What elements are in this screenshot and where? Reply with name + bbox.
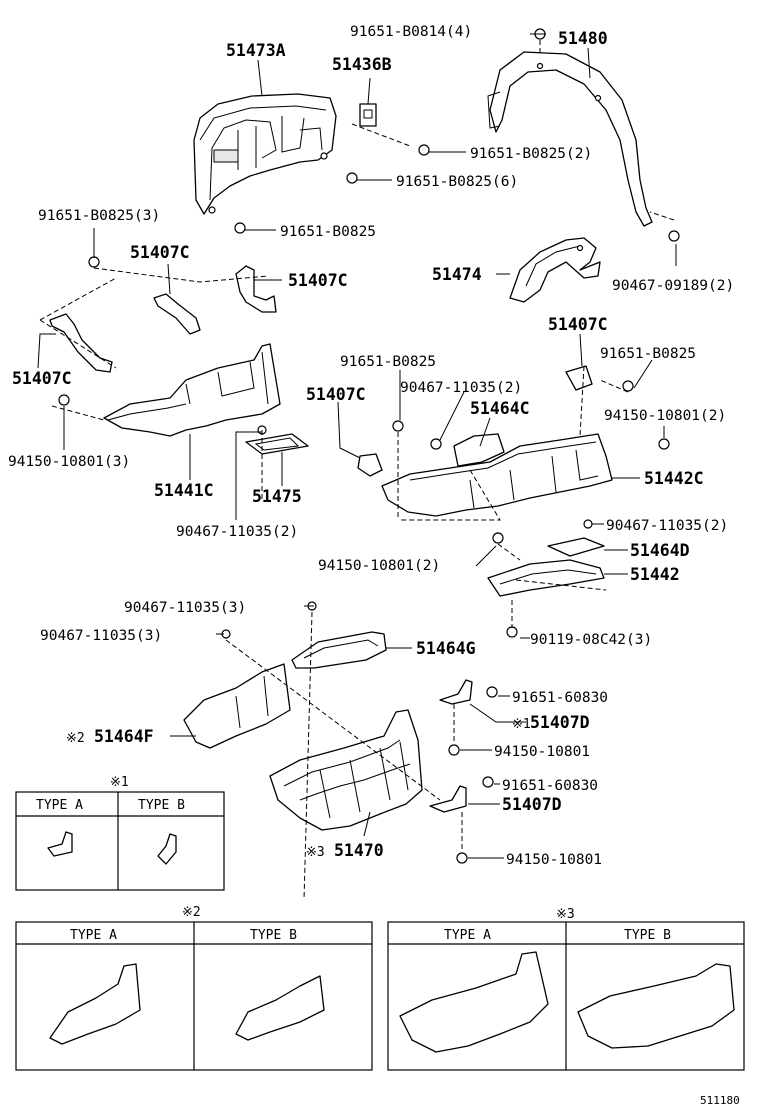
type-table-3-type-a: TYPE A [444, 928, 491, 943]
part-51464D-drawing [547, 537, 605, 557]
label-51464C: 51464C [470, 399, 530, 418]
label-51474: 51474 [432, 265, 482, 284]
leader-lines [37, 33, 677, 859]
type-table-1-bracket-a [47, 831, 73, 857]
label-51442C: 51442C [644, 469, 704, 488]
label-94150-10801-a: 94150-10801 [494, 744, 590, 760]
type-table-2: ※2 TYPE A TYPE B [15, 905, 373, 1071]
type-table-2-type-b: TYPE B [250, 928, 297, 943]
type-table-3-skid-a [399, 951, 549, 1053]
label-90467-11035-3-b: 90467-11035(3) [40, 628, 162, 644]
type-table-1-type-a: TYPE A [36, 798, 83, 813]
label-91651-B0825-mid: 91651-B0825 [340, 354, 436, 370]
mark-1-label-51407D: ※1 [512, 717, 531, 732]
part-51480-drawing [487, 51, 653, 227]
label-91651-60830-a: 91651-60830 [512, 690, 608, 706]
part-51442-drawing [487, 559, 605, 597]
part-51475-drawing [245, 433, 309, 455]
label-90119-08C42-3: 90119-08C42(3) [530, 632, 652, 648]
fastener-icons [58, 28, 680, 864]
label-51441C: 51441C [154, 481, 214, 500]
label-51407C-c: 51407C [12, 369, 72, 388]
label-51470: 51470 [334, 841, 384, 860]
label-51436B: 51436B [332, 55, 392, 74]
type-table-1-bracket-b [157, 833, 177, 865]
label-91651-B0825-top: 91651-B0825 [280, 224, 376, 240]
type-table-3-type-b: TYPE B [624, 928, 671, 943]
mark-3-label-51470: ※3 [306, 845, 325, 860]
type-table-1: ※1 TYPE A TYPE B [15, 775, 225, 891]
type-table-2-panel-a [49, 963, 141, 1045]
label-51407C-d: 51407C [306, 385, 366, 404]
type-table-2-mark: ※2 [182, 905, 201, 920]
part-51464G-drawing [291, 631, 387, 669]
label-91651-B0814-4: 91651-B0814(4) [350, 24, 472, 40]
label-91651-B0825-3: 91651-B0825(3) [38, 208, 160, 224]
part-51474-drawing [509, 237, 601, 303]
part-51436B-drawing [359, 103, 377, 127]
label-90467-11035-2-left: 90467-11035(2) [176, 524, 298, 540]
part-51407D-drawings [429, 679, 473, 813]
label-94150-10801-3: 94150-10801(3) [8, 454, 130, 470]
label-94150-10801-b: 94150-10801 [506, 852, 602, 868]
label-91651-B0825-2: 91651-B0825(2) [470, 146, 592, 162]
part-51470-drawing [269, 709, 423, 831]
label-91651-B0825-6: 91651-B0825(6) [396, 174, 518, 190]
label-94150-10801-2-mid: 94150-10801(2) [318, 558, 440, 574]
label-51407D-a: 51407D [530, 713, 590, 732]
label-51407D-b: 51407D [502, 795, 562, 814]
label-51480: 51480 [558, 29, 608, 48]
label-90467-11035-2-right: 90467-11035(2) [606, 518, 728, 534]
part-51407C-left-drawings [49, 265, 277, 373]
label-90467-09189-2: 90467-09189(2) [612, 278, 734, 294]
type-table-3-skid-b [577, 963, 735, 1049]
type-table-2-type-a: TYPE A [70, 928, 117, 943]
label-91651-B0825-right: 91651-B0825 [600, 346, 696, 362]
label-90467-11035-2-mid: 90467-11035(2) [400, 380, 522, 396]
type-table-1-mark: ※1 [110, 775, 129, 790]
part-51473A-drawing [193, 93, 337, 215]
label-51473A: 51473A [226, 41, 286, 60]
label-51464G: 51464G [416, 639, 476, 658]
label-91651-60830-b: 91651-60830 [502, 778, 598, 794]
label-51464F: 51464F [94, 727, 154, 746]
mark-2-label-51464F: ※2 [66, 731, 85, 746]
label-51407C-a: 51407C [130, 243, 190, 262]
label-51407C-e: 51407C [548, 315, 608, 334]
label-94150-10801-2-right: 94150-10801(2) [604, 408, 726, 424]
figure-id: 511180 [700, 1094, 740, 1107]
type-table-1-type-b: TYPE B [138, 798, 185, 813]
label-90467-11035-3-a: 90467-11035(3) [124, 600, 246, 616]
part-51442C-drawing [357, 365, 613, 517]
label-51442: 51442 [630, 565, 680, 584]
part-51464F-drawing [183, 663, 291, 749]
assembly-dashed-lines [39, 40, 675, 901]
label-51475: 51475 [252, 487, 302, 506]
part-51464C-drawing [453, 433, 505, 467]
label-51464D: 51464D [630, 541, 690, 560]
type-table-3: ※3 TYPE A TYPE B [387, 907, 745, 1071]
type-table-2-panel-b [235, 975, 325, 1041]
type-table-3-mark: ※3 [556, 907, 575, 922]
label-51407C-b: 51407C [288, 271, 348, 290]
part-51441C-drawing [103, 343, 281, 437]
